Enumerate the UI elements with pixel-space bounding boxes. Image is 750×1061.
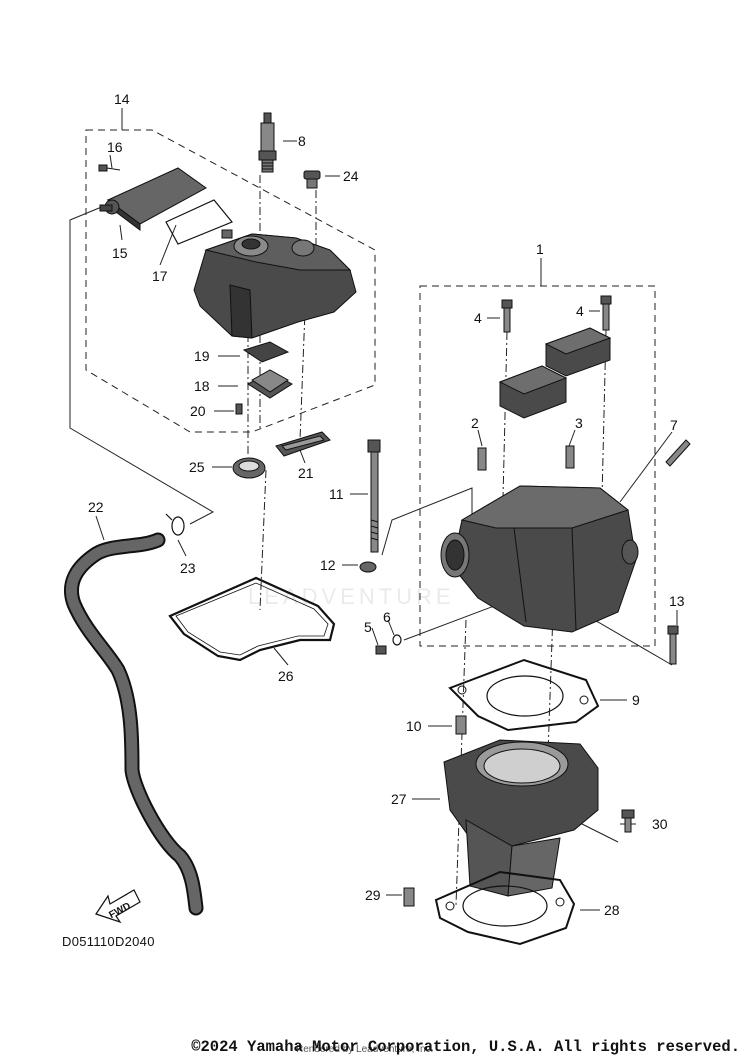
group-14-outline — [85, 129, 376, 433]
callout-29: 29 — [365, 887, 381, 903]
dowel-10 — [455, 715, 467, 735]
callout-22: 22 — [88, 499, 104, 515]
cylinder-head-cover — [193, 229, 357, 339]
callout-8: 8 — [298, 133, 306, 149]
callout-10: 10 — [406, 718, 422, 734]
bolt-4-right — [600, 295, 612, 331]
cylinder — [443, 739, 599, 897]
bolt-30 — [621, 809, 635, 833]
callout-20: 20 — [190, 403, 206, 419]
callout-12: 12 — [320, 557, 336, 573]
callout-30: 30 — [652, 816, 668, 832]
drawing-code: D051110D2040 — [62, 934, 155, 949]
callout-16: 16 — [107, 139, 123, 155]
bolt-5 — [375, 645, 387, 655]
callout-14: 14 — [114, 91, 130, 107]
callout-26: 26 — [278, 668, 294, 684]
dowel-2 — [477, 447, 487, 471]
callout-2: 2 — [471, 415, 479, 431]
seal-ring — [232, 457, 266, 479]
oil-cap — [303, 170, 321, 189]
camshaft-cap-rear — [544, 327, 612, 377]
callout-15: 15 — [112, 245, 128, 261]
dowel-29 — [403, 887, 415, 907]
copyright-notice: ©2024 Yamaha Motor Corporation, U.S.A. A… — [191, 1038, 740, 1056]
callout-17: 17 — [152, 268, 168, 284]
callout-13: 13 — [669, 593, 685, 609]
callout-19: 19 — [194, 348, 210, 364]
rendered-by-note: Rendered by Leadventure, Inc. — [296, 1044, 434, 1055]
breather-hose-fill — [65, 534, 202, 914]
callout-3: 3 — [575, 415, 583, 431]
cylinder-base-gasket — [434, 870, 576, 946]
group-1-outline — [419, 285, 656, 647]
callout-28: 28 — [604, 902, 620, 918]
callout-7: 7 — [670, 417, 678, 433]
callout-24: 24 — [343, 168, 359, 184]
callout-6: 6 — [383, 609, 391, 625]
cylinder-head-gasket — [448, 658, 600, 732]
head-cover-gasket — [168, 576, 336, 662]
callout-25: 25 — [189, 459, 205, 475]
spark-plug — [258, 112, 277, 173]
screw-16 — [98, 164, 121, 172]
gasket-strip — [275, 431, 331, 457]
callout-23: 23 — [180, 560, 196, 576]
callout-4b: 4 — [576, 303, 584, 319]
callout-1: 1 — [536, 241, 544, 257]
washer-12 — [359, 561, 377, 573]
breather-plate — [99, 167, 207, 231]
callout-9: 9 — [632, 692, 640, 708]
callout-21: 21 — [298, 465, 314, 481]
bolt-20 — [235, 403, 243, 415]
reed-plates — [242, 341, 293, 399]
callout-27: 27 — [391, 791, 407, 807]
watermark: LEADVENTURE — [248, 584, 455, 609]
pin-7 — [665, 439, 691, 467]
callout-numbers: 14 8 16 24 15 17 1 4 4 19 18 20 2 3 7 25… — [88, 91, 685, 918]
callout-5: 5 — [364, 619, 372, 635]
hose-clip — [165, 513, 185, 536]
long-bolt-11 — [367, 439, 381, 553]
callout-18: 18 — [194, 378, 210, 394]
callout-4a: 4 — [474, 310, 482, 326]
fwd-arrow-icon: FWD — [95, 889, 141, 924]
callout-11: 11 — [329, 486, 344, 502]
dowel-3 — [565, 445, 575, 469]
camshaft-cap-front — [498, 365, 568, 419]
washer-6 — [392, 634, 402, 646]
head-cover-gasket-inner — [175, 582, 329, 656]
bolt-4-left — [501, 299, 513, 333]
cylinder-head — [440, 485, 639, 633]
bolt-13 — [667, 625, 679, 665]
breather-gasket — [165, 199, 233, 245]
